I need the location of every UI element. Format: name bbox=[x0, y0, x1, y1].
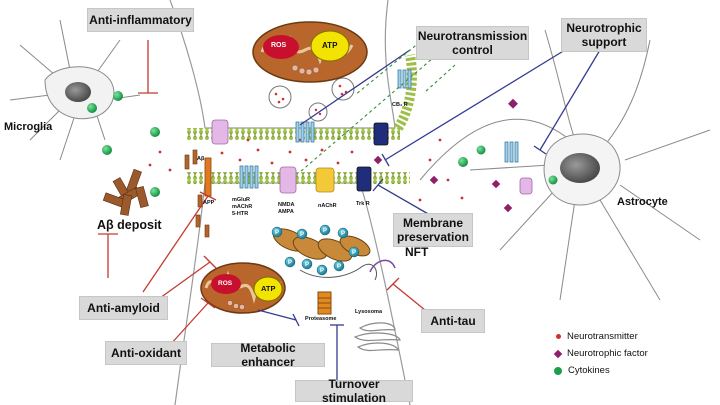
neurotransmission-label-2: control bbox=[452, 43, 493, 57]
cb1-membrane bbox=[393, 54, 417, 131]
anti-amyloid-label: Anti-amyloid bbox=[87, 301, 160, 315]
membrane-label-1: Membrane bbox=[402, 216, 464, 230]
neurotrophic-label-2: support bbox=[581, 35, 627, 49]
legend-cytokines-label: Cytokines bbox=[568, 365, 610, 376]
microglia-label: Microglia bbox=[4, 121, 53, 133]
phospho-label: P bbox=[341, 231, 345, 237]
abeta-small-label: Aβ bbox=[197, 156, 205, 162]
membrane-label-2: preservation bbox=[396, 230, 470, 244]
nmda-label: NMDA bbox=[278, 202, 295, 208]
phospho-tau-sites bbox=[271, 224, 360, 276]
phospho-label: P bbox=[337, 264, 341, 270]
legend-neurotransmitter-label: Neurotransmitter bbox=[567, 331, 638, 342]
turnover-stimulation-label: Turnover stimulation bbox=[321, 377, 386, 405]
app-label: APP bbox=[203, 200, 215, 206]
neurotrophic-label-1: Neurotrophic bbox=[566, 21, 642, 35]
cleft-neurotransmitters bbox=[148, 138, 464, 202]
anti-inflammatory-label: Anti-inflammatory bbox=[89, 13, 192, 27]
anti-oxidant-label: Anti-oxidant bbox=[111, 346, 181, 360]
app-protein bbox=[204, 157, 212, 197]
nachr-label: nAChR bbox=[318, 203, 337, 209]
phospho-label: P bbox=[288, 260, 292, 266]
support-lines bbox=[257, 49, 601, 380]
atp-label-top: ATP bbox=[322, 41, 338, 50]
microglia-nucleus bbox=[65, 82, 91, 102]
ros-label-top: ROS bbox=[271, 42, 287, 49]
phospho-label: P bbox=[352, 250, 356, 256]
inhibition-lines bbox=[98, 40, 426, 346]
mitochondrion-bottom bbox=[200, 262, 286, 314]
anti-tau-box: Anti-tau bbox=[421, 309, 485, 333]
neurotransmission-label-1: Neurotransmission bbox=[417, 29, 528, 43]
tau-tangles bbox=[272, 228, 396, 281]
astrocyte-label: Astrocyte bbox=[617, 196, 668, 208]
metabolic-enhancer-box: Metabolic enhancer bbox=[211, 341, 325, 369]
phospho-label: P bbox=[275, 230, 279, 236]
legend-neurotransmitter: Neurotransmitter bbox=[556, 331, 638, 342]
phospho-label: P bbox=[305, 262, 309, 268]
nft-label: NFT bbox=[405, 245, 429, 259]
anti-oxidant-box: Anti-oxidant bbox=[105, 341, 187, 365]
anti-tau-label: Anti-tau bbox=[430, 314, 476, 328]
proteasome bbox=[317, 291, 332, 315]
machr-label: mAChR bbox=[232, 204, 253, 210]
neurotransmitter-marker bbox=[556, 334, 561, 339]
receptors bbox=[211, 69, 533, 195]
astrocyte-nucleus bbox=[560, 153, 600, 183]
ampa-label: AMPA bbox=[278, 209, 294, 215]
atp-label-bottom: ATP bbox=[261, 284, 276, 293]
neurotrophic-factor-marker bbox=[553, 349, 563, 358]
lysosome bbox=[353, 322, 401, 352]
cytokine-particles bbox=[87, 91, 558, 197]
5htr-label: 5-HTR bbox=[232, 211, 249, 217]
lysosome-label: Lysosoma bbox=[355, 309, 383, 315]
abeta-deposit-label: Aβ deposit bbox=[97, 218, 162, 232]
legend-neurotrophic-factor: Neurotrophic factor bbox=[553, 348, 648, 359]
phospho-label: P bbox=[323, 228, 327, 234]
neurotransmission-dashed-lines bbox=[299, 41, 456, 173]
mitochondrion-top bbox=[252, 21, 368, 83]
trkr-label: Trk R bbox=[356, 201, 370, 207]
metabolic-enhancer-label: Metabolic enhancer bbox=[240, 341, 296, 369]
phospho-label: P bbox=[320, 268, 324, 274]
proteasome-label: Proteasome bbox=[305, 316, 337, 322]
ros-label-bottom: ROS bbox=[218, 280, 233, 287]
presynaptic-membrane bbox=[185, 128, 400, 140]
legend-neurotrophic-factor-label: Neurotrophic factor bbox=[567, 348, 648, 359]
anti-inflammatory-box: Anti-inflammatory bbox=[87, 8, 194, 32]
cb1r-label: CB₁ R bbox=[392, 102, 408, 108]
abeta-fragments bbox=[184, 149, 210, 238]
postsynaptic-membrane bbox=[185, 172, 410, 184]
legend-cytokines: Cytokines bbox=[554, 365, 610, 376]
anti-amyloid-box: Anti-amyloid bbox=[79, 296, 168, 320]
turnover-stimulation-box: Turnover stimulation bbox=[295, 377, 413, 405]
abeta-deposit bbox=[102, 168, 149, 216]
phospho-label: P bbox=[300, 232, 304, 238]
mglur-label: mGluR bbox=[232, 197, 251, 203]
cytokine-marker bbox=[554, 366, 562, 375]
synaptic-vesicles bbox=[268, 77, 355, 122]
